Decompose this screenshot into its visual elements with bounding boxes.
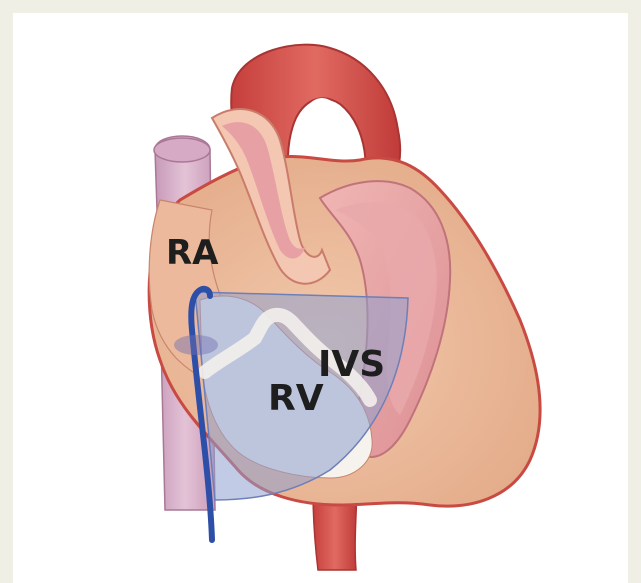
vena-cava-opening [154,138,210,162]
catheter-shadow [174,335,218,355]
label-rv: RV [268,378,324,419]
label-ivs: IVS [318,344,385,385]
label-ra: RA [166,233,219,273]
